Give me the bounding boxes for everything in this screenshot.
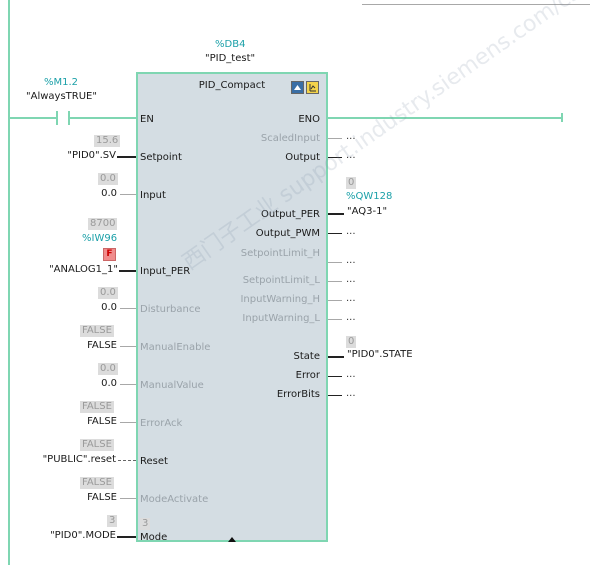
diagnostics-icon[interactable] [291, 81, 304, 94]
pin-setpoint-limit-h: SetpointLimit_H [240, 248, 320, 259]
contact-name[interactable]: "AlwaysTRUE" [26, 91, 97, 102]
pin-setpoint: Setpoint [140, 152, 182, 163]
pin-input-warning-h: InputWarning_H [240, 294, 320, 305]
db-address[interactable]: %DB4 [215, 39, 246, 50]
disturbance-operand[interactable]: 0.0 [101, 302, 117, 313]
input-per-address[interactable]: %IW96 [82, 233, 118, 244]
error-ack-operand[interactable]: FALSE [87, 416, 117, 427]
input-per-operand[interactable]: "ANALOG1_1" [49, 264, 118, 275]
error-operand[interactable]: ... [346, 369, 356, 380]
instance-name[interactable]: "PID_test" [205, 53, 256, 64]
disturbance-value: 0.0 [98, 287, 118, 299]
output-per-operand[interactable]: "AQ3-1" [347, 206, 388, 217]
eno-rung-end [561, 113, 563, 122]
error-ack-wire [120, 422, 136, 423]
pin-error-ack: ErrorAck [140, 418, 183, 429]
pin-input: Input [140, 190, 166, 201]
input-warning-h-wire [328, 300, 342, 301]
mode-wire [117, 536, 136, 538]
pin-error-bits: ErrorBits [276, 389, 320, 400]
manual-enable-wire [120, 346, 136, 347]
input-per-value: 8700 [88, 218, 118, 230]
pin-input-per: Input_PER [140, 266, 191, 277]
pin-disturbance: Disturbance [140, 304, 201, 315]
setpoint-value: 15.6 [94, 135, 121, 147]
output-wire [328, 157, 342, 158]
setpoint-wire [117, 156, 136, 158]
manual-enable-value: FALSE [80, 325, 114, 337]
pin-mode-activate: ModeActivate [140, 494, 209, 505]
scaled-input-operand[interactable]: ... [346, 131, 356, 142]
input-warning-l-wire [328, 319, 342, 320]
en-rung-mid [70, 117, 136, 119]
disturbance-wire [120, 308, 136, 309]
en-rung-left [10, 117, 56, 119]
setpoint-limit-l-operand[interactable]: ... [346, 274, 356, 285]
output-pwm-wire [328, 233, 342, 234]
contact-left-bar [56, 111, 58, 125]
commissioning-icon[interactable] [306, 81, 319, 94]
power-rail [8, 0, 10, 565]
pin-output-per: Output_PER [260, 209, 320, 220]
input-wire [120, 194, 136, 195]
input-value: 0.0 [98, 173, 118, 185]
scaled-input-wire [328, 138, 342, 139]
error-bits-wire [328, 395, 342, 396]
input-operand[interactable]: 0.0 [101, 188, 117, 199]
pin-error: Error [295, 370, 320, 381]
setpoint-limit-h-operand[interactable]: ... [346, 255, 356, 266]
mode-inner-value: 3 [140, 518, 151, 530]
error-wire [328, 376, 342, 377]
reset-value: FALSE [80, 439, 114, 451]
error-bits-operand[interactable]: ... [346, 388, 356, 399]
pin-mode: Mode [140, 532, 168, 543]
mode-operand[interactable]: "PID0".MODE [50, 530, 116, 541]
setpoint-operand[interactable]: "PID0".SV [67, 150, 116, 161]
pin-manual-value: ManualValue [140, 380, 204, 391]
input-warning-h-operand[interactable]: ... [346, 293, 356, 304]
manual-enable-operand[interactable]: FALSE [87, 340, 117, 351]
manual-value-wire [120, 384, 136, 385]
reset-wire [118, 460, 136, 461]
output-per-address[interactable]: %QW128 [346, 191, 393, 202]
setpoint-limit-l-wire [328, 281, 342, 282]
pin-input-warning-l: InputWarning_L [242, 313, 320, 324]
pin-manual-enable: ManualEnable [140, 342, 211, 353]
pin-output-pwm: Output_PWM [255, 228, 320, 239]
pin-output: Output [285, 152, 320, 163]
output-operand[interactable]: ... [346, 150, 356, 161]
output-per-value: 0 [346, 177, 357, 189]
pin-en: EN [140, 114, 154, 125]
block-expand-arrow-icon[interactable] [228, 537, 236, 542]
mode-activate-operand[interactable]: FALSE [87, 492, 117, 503]
state-operand[interactable]: "PID0".STATE [347, 349, 413, 360]
setpoint-limit-h-wire [328, 262, 342, 263]
network-border [362, 4, 590, 5]
state-value: 0 [346, 336, 357, 348]
pin-setpoint-limit-l: SetpointLimit_L [242, 275, 320, 286]
input-per-wire [119, 270, 136, 272]
input-warning-l-operand[interactable]: ... [346, 312, 356, 323]
output-pwm-operand[interactable]: ... [346, 226, 356, 237]
state-wire [328, 356, 344, 358]
reset-operand[interactable]: "PUBLIC".reset [42, 454, 116, 465]
contact-right-bar [68, 111, 70, 125]
pin-state: State [293, 351, 320, 362]
output-per-wire [328, 213, 344, 215]
pid-compact-block[interactable]: PID_Compact EN Setpoint Input Input_PER … [136, 72, 328, 543]
manual-value-value: 0.0 [98, 363, 118, 375]
pin-scaled-input: ScaledInput [260, 133, 320, 144]
force-flag-icon: F [103, 248, 116, 261]
mode-activate-value: FALSE [80, 477, 114, 489]
error-ack-value: FALSE [80, 401, 114, 413]
eno-rung-right [328, 117, 562, 119]
pin-reset: Reset [140, 456, 168, 467]
manual-value-operand[interactable]: 0.0 [101, 378, 117, 389]
mode-activate-wire [120, 498, 136, 499]
block-type-title: PID_Compact [198, 80, 266, 91]
mode-value: 3 [107, 515, 118, 527]
pin-eno: ENO [298, 114, 320, 125]
contact-address[interactable]: %M1.2 [44, 77, 79, 88]
